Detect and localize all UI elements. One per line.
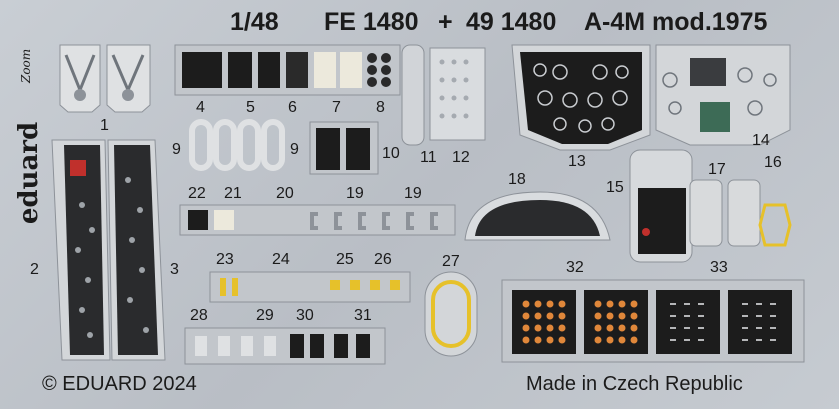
part-13-instrument-panel [511,44,651,151]
part-18-panel [464,191,611,241]
part-4-8-strip [174,44,401,96]
part-number: 14 [752,132,770,149]
product-code-fe: FE 1480 [324,8,419,36]
part-number: 9 [172,141,181,158]
part-28-31-strip [184,327,386,365]
part-1-harness [59,44,151,113]
part-number: 25 [336,251,354,268]
part-16-buckle [758,203,792,247]
part-number: 33 [710,259,728,276]
part-number: 20 [276,185,294,202]
part-number: 30 [296,307,314,324]
part-number: 12 [452,149,470,166]
product-code-49: 49 1480 [466,8,557,36]
part-23-26-strip [209,271,411,303]
part-number: 9 [290,141,299,158]
part-number: 16 [764,154,782,171]
part-number: 18 [508,171,526,188]
origin-text: Made in Czech Republic [526,373,743,395]
part-number: 26 [374,251,392,268]
part-number: 22 [188,185,206,202]
part-number: 8 [376,99,385,116]
part-number: 24 [272,251,290,268]
part-number: 21 [224,185,242,202]
part-number: 5 [246,99,255,116]
part-number: 29 [256,307,274,324]
part-number: 19 [404,185,422,202]
part-number: 28 [190,307,208,324]
part-number: 17 [708,161,726,178]
part-number: 10 [382,145,400,162]
part-number: 4 [196,99,205,116]
part-number: 32 [566,259,584,276]
scale-label: 1/48 [230,8,279,36]
subject-title: A-4M mod.1975 [584,8,768,36]
part-number: 1 [100,117,109,134]
part-32-33-grids [501,279,805,363]
part-9-rings [189,119,285,171]
part-2-3-consoles [51,139,166,361]
part-number: 15 [606,179,624,196]
part-number: 27 [442,253,460,270]
part-14-panel [655,44,791,146]
part-17-harness [689,179,761,247]
part-number: 31 [354,307,372,324]
part-number: 6 [288,99,297,116]
part-number: 13 [568,153,586,170]
part-number: 2 [30,261,39,278]
plus-sign: + [438,8,453,36]
part-11-12 [401,44,486,146]
part-10-panels [309,121,379,175]
part-number: 3 [170,261,179,278]
part-27-ring [424,271,478,357]
part-number: 7 [332,99,341,116]
part-15 [629,149,693,263]
copyright-text: © EDUARD 2024 [42,373,197,395]
part-number: 11 [420,149,437,166]
part-number: 19 [346,185,364,202]
part-number: 23 [216,251,234,268]
part-19-22-strip [179,204,456,236]
